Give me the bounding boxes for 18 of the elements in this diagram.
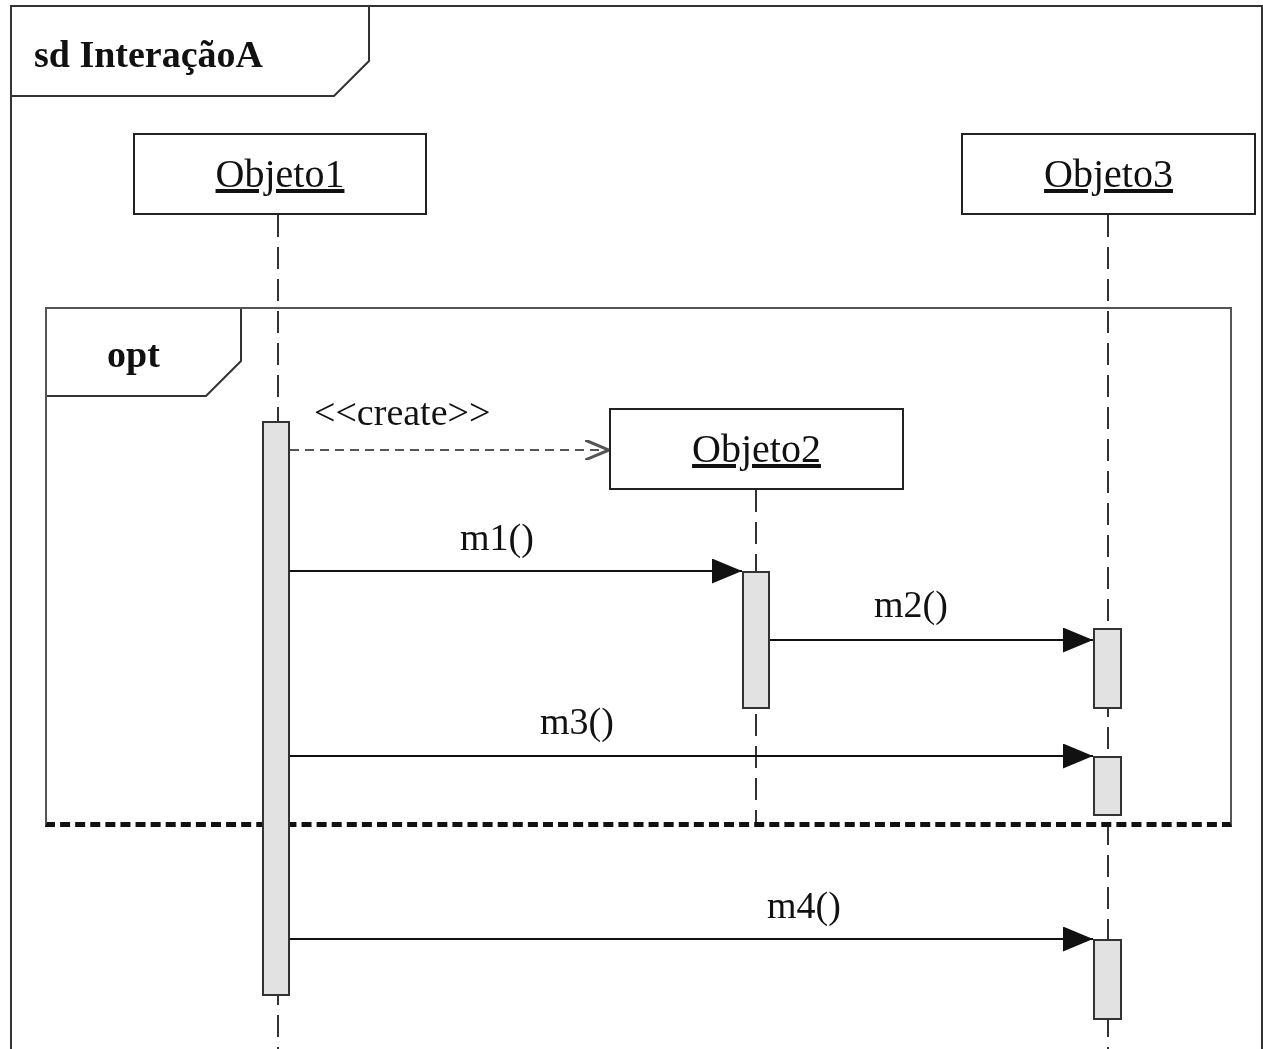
object-box [609,408,904,490]
activation-bar [1093,756,1122,816]
object-name: Objeto1 [215,154,345,194]
fragment-operator: opt [107,335,160,373]
frame-title: sd InteraçãoA [34,35,264,73]
object-name: Objeto2 [692,429,821,469]
object-box [961,133,1256,215]
message-arrow [289,926,1094,952]
message-arrow [289,438,611,462]
message-arrow [289,743,1094,769]
activation-bar [1093,628,1122,709]
activation-bar [262,421,290,996]
object-name: Objeto3 [1044,154,1173,194]
message-arrow [769,627,1094,653]
activation-bar [742,571,770,709]
message-arrow [289,558,743,584]
activation-bar [1093,939,1122,1020]
object-box [133,133,427,215]
